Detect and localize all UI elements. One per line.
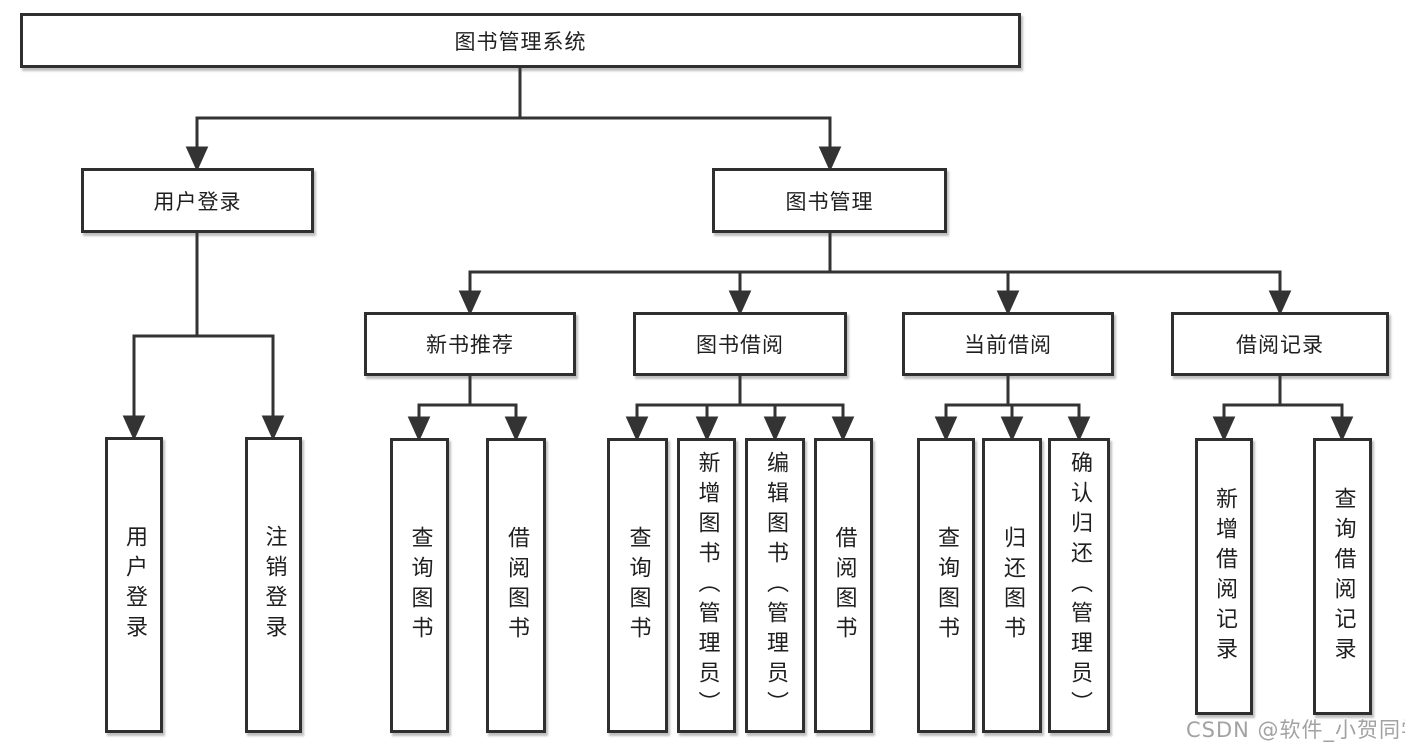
- leaf-bb-query-books: 查询图书: [607, 438, 668, 733]
- leaf-bb-add-books-admin-label: 新增图书（管理员）: [694, 450, 720, 721]
- wires-book-management: [458, 233, 1292, 316]
- node-new-book-recommendation: 新书推荐: [364, 312, 576, 376]
- leaf-bb-borrow-books: 借阅图书: [814, 438, 873, 733]
- leaf-cb-confirm-return-admin-label: 确认归还（管理员）: [1067, 450, 1092, 721]
- leaf-br-query-record: 查询借阅记录: [1313, 438, 1372, 715]
- node-book-management-label: 图书管理: [785, 189, 874, 214]
- node-root-label: 图书管理系统: [454, 29, 587, 54]
- leaf-bb-borrow-books-label: 借阅图书: [831, 525, 857, 646]
- leaf-br-query-record-label: 查询借阅记录: [1330, 486, 1356, 667]
- node-root: 图书管理系统: [20, 13, 1021, 68]
- leaf-nb-query-books-label: 查询图书: [407, 525, 433, 646]
- leaf-bb-query-books-label: 查询图书: [625, 525, 651, 646]
- leaf-cb-confirm-return-admin: 确认归还（管理员）: [1048, 438, 1110, 733]
- leaf-nb-borrow-books-label: 借阅图书: [504, 525, 529, 646]
- node-current-borrowing-label: 当前借阅: [964, 333, 1052, 357]
- leaf-nb-borrow-books: 借阅图书: [486, 438, 546, 733]
- leaf-cb-return-books-label: 归还图书: [1000, 525, 1025, 646]
- leaf-bb-add-books-admin: 新增图书（管理员）: [677, 438, 736, 733]
- node-book-management: 图书管理: [712, 168, 947, 233]
- leaf-cb-query-books-label: 查询图书: [934, 525, 959, 646]
- leaf-br-add-record: 新增借阅记录: [1195, 438, 1253, 715]
- leaf-user-login-label: 用户登录: [122, 525, 147, 645]
- node-current-borrowing: 当前借阅: [902, 312, 1114, 376]
- node-user-login-label: 用户登录: [153, 189, 242, 214]
- node-book-borrowing: 图书借阅: [633, 312, 847, 376]
- node-new-book-recommendation-label: 新书推荐: [426, 333, 514, 357]
- wires-root: [185, 68, 842, 172]
- wires-user-login: [122, 233, 285, 441]
- wires-borrowing-records: [1212, 376, 1354, 442]
- wires-new-book-recommendation: [407, 376, 528, 442]
- leaf-br-add-record-label: 新增借阅记录: [1212, 486, 1237, 667]
- leaf-nb-query-books: 查询图书: [390, 438, 449, 733]
- leaf-logout: 注销登录: [245, 437, 302, 733]
- leaf-cb-return-books: 归还图书: [982, 438, 1042, 733]
- node-book-borrowing-label: 图书借阅: [696, 333, 784, 357]
- node-borrowing-records-label: 借阅记录: [1236, 333, 1324, 357]
- leaf-bb-edit-books-admin: 编辑图书（管理员）: [745, 438, 805, 733]
- leaf-user-login: 用户登录: [105, 437, 163, 733]
- leaf-bb-edit-books-admin-label: 编辑图书（管理员）: [763, 450, 788, 721]
- leaf-cb-query-books: 查询图书: [917, 438, 975, 733]
- wires-book-borrowing: [625, 376, 855, 442]
- leaf-logout-label: 注销登录: [261, 525, 287, 645]
- wires-current-borrowing: [934, 376, 1091, 442]
- node-user-login: 用户登录: [81, 168, 314, 233]
- node-borrowing-records: 借阅记录: [1171, 312, 1389, 376]
- csdn-watermark: CSDN @软件_小贺同学: [1186, 718, 1405, 742]
